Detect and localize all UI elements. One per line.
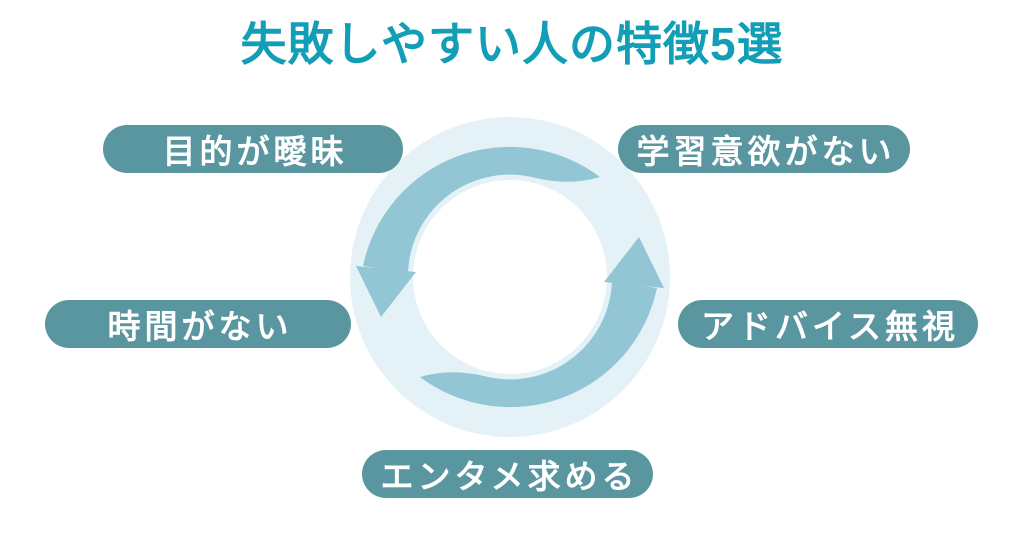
feature-pill-no-learning-motivation: 学習意欲がない: [618, 125, 910, 173]
curved-arrow-ccw-bottom-icon: [420, 237, 664, 408]
curved-arrow-ccw-top-icon: [356, 146, 600, 317]
feature-pill-label: 目的が曖昧: [162, 133, 348, 170]
feature-pill-ignores-advice: アドバイス無視: [678, 300, 978, 348]
feature-pill-label: アドバイス無視: [700, 308, 959, 345]
feature-pill-label: 時間がない: [107, 308, 293, 345]
feature-pill-purpose-vague: 目的が曖昧: [103, 125, 403, 173]
feature-pill-seeks-entertainment: エンタメ求める: [362, 450, 653, 498]
feature-pill-label: 学習意欲がない: [636, 133, 896, 170]
feature-pill-no-time: 時間がない: [45, 300, 351, 348]
feature-pill-label: エンタメ求める: [380, 458, 639, 495]
cycle-inner-circle: [413, 180, 607, 374]
page-title: 失敗しやすい人の特徴5選: [240, 18, 784, 70]
